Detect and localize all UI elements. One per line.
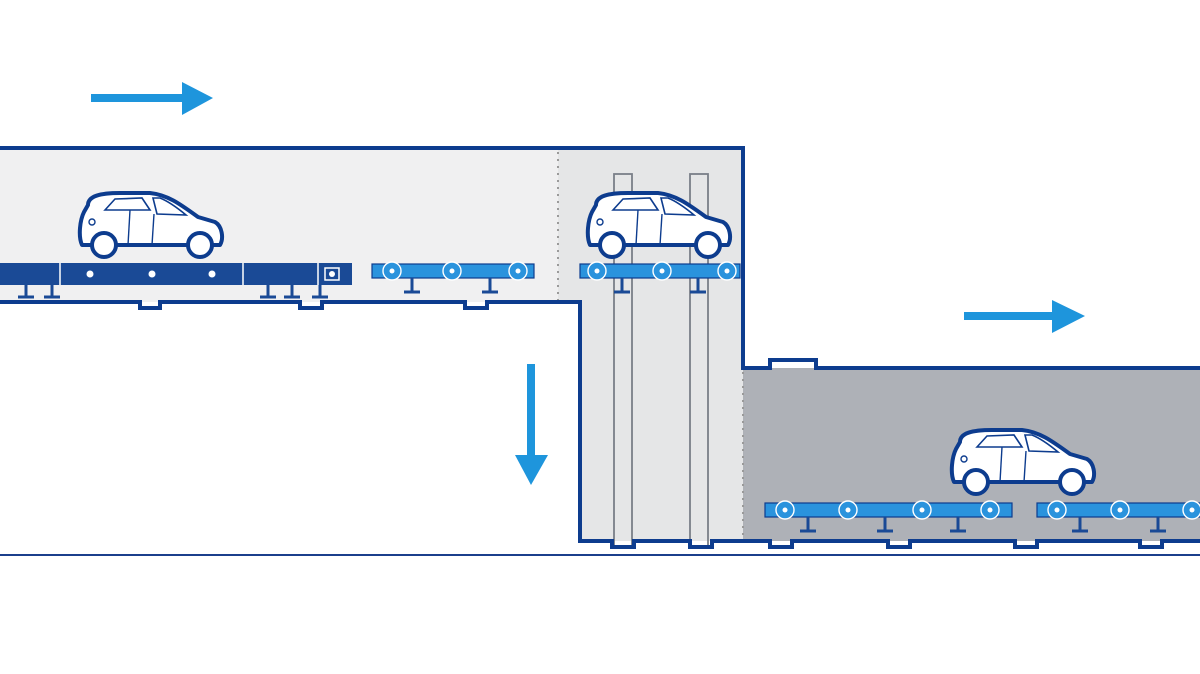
upper-light-conveyor (371, 261, 535, 294)
building-outline (0, 146, 1200, 370)
lower-conveyor-right (1036, 500, 1200, 533)
lower-conveyor-left (764, 500, 1013, 533)
upper-floor-outline (0, 300, 1200, 549)
arrow-down-icon (515, 364, 548, 485)
upper-navy-conveyor (0, 263, 352, 299)
lift-conveyor (579, 261, 741, 294)
arrow-right-lower-icon (964, 300, 1085, 333)
arrow-right-upper-icon (91, 82, 213, 115)
